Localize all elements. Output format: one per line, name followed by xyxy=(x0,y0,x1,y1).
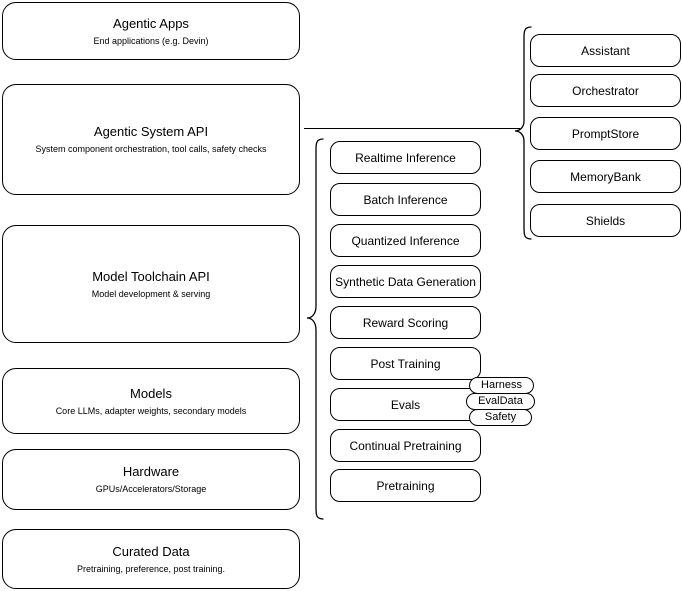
chip-memorybank[interactable]: MemoryBank xyxy=(530,160,681,193)
brace-agentic-system-components xyxy=(514,26,532,240)
layer-agentic-system-api[interactable]: Agentic System API System component orch… xyxy=(2,84,300,195)
chip-synthetic-data-generation[interactable]: Synthetic Data Generation xyxy=(330,265,481,298)
chip-orchestrator[interactable]: Orchestrator xyxy=(530,74,681,107)
chip-pretraining[interactable]: Pretraining xyxy=(330,469,481,502)
chip-post-training[interactable]: Post Training xyxy=(330,347,481,380)
layer-curated-data[interactable]: Curated Data Pretraining, preference, po… xyxy=(2,529,300,589)
layer-agentic-apps[interactable]: Agentic Apps End applications (e.g. Devi… xyxy=(2,2,300,60)
layer-models[interactable]: Models Core LLMs, adapter weights, secon… xyxy=(2,368,300,434)
layer-title: Model Toolchain API xyxy=(92,268,210,284)
layer-subtitle: System component orchestration, tool cal… xyxy=(35,144,267,154)
layer-title: Models xyxy=(130,385,172,401)
chip-assistant[interactable]: Assistant xyxy=(530,34,681,67)
chip-promptstore[interactable]: PromptStore xyxy=(530,117,681,150)
connector-agentic-system-api-to-components xyxy=(304,128,520,129)
chip-realtime-inference[interactable]: Realtime Inference xyxy=(330,141,481,174)
layer-subtitle: Pretraining, preference, post training. xyxy=(76,563,226,574)
layer-model-toolchain-api[interactable]: Model Toolchain API Model development & … xyxy=(2,225,300,343)
chip-shields[interactable]: Shields xyxy=(530,204,681,237)
layer-subtitle: Model development & serving xyxy=(91,288,211,299)
chip-continual-pretraining[interactable]: Continual Pretraining xyxy=(330,429,481,462)
chip-reward-scoring[interactable]: Reward Scoring xyxy=(330,306,481,339)
brace-model-toolchain-components xyxy=(306,138,324,520)
chip-batch-inference[interactable]: Batch Inference xyxy=(330,183,481,216)
layer-title: Curated Data xyxy=(112,543,190,559)
layer-hardware[interactable]: Hardware GPUs/Accelerators/Storage xyxy=(2,449,300,510)
chip-quantized-inference[interactable]: Quantized Inference xyxy=(330,224,481,257)
layer-subtitle: GPUs/Accelerators/Storage xyxy=(95,484,207,494)
badge-harness[interactable]: Harness xyxy=(469,377,534,394)
layer-title: Hardware xyxy=(122,464,180,479)
layer-title: Agentic Apps xyxy=(113,15,189,31)
badge-evaldata[interactable]: EvalData xyxy=(466,393,535,410)
chip-evals[interactable]: Evals xyxy=(330,388,481,421)
layer-subtitle: Core LLMs, adapter weights, secondary mo… xyxy=(55,405,247,416)
layer-subtitle: End applications (e.g. Devin) xyxy=(93,35,209,46)
badge-safety[interactable]: Safety xyxy=(469,409,532,426)
layer-title: Agentic System API xyxy=(93,124,209,139)
